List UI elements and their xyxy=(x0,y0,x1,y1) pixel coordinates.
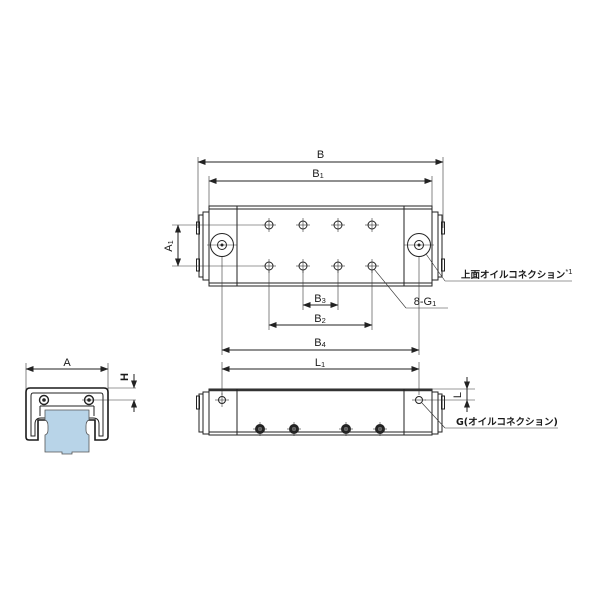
label-b2: B2 xyxy=(314,313,326,325)
bolt xyxy=(287,422,301,436)
label-a: A xyxy=(63,357,71,369)
label-top-oil-connection: 上面オイルコネクション*1 xyxy=(461,267,572,281)
carriage-end-profile xyxy=(25,387,109,441)
label-h: H xyxy=(119,373,131,381)
hole xyxy=(365,218,379,232)
hole xyxy=(296,218,310,232)
bottom-bolts xyxy=(253,422,387,436)
label-b1: B1 xyxy=(312,168,324,180)
label-l1: L1 xyxy=(315,357,325,369)
carriage-block xyxy=(208,205,433,287)
end-bolt-left xyxy=(38,394,50,406)
top-view: B B1 xyxy=(163,149,572,355)
end-seal-left xyxy=(202,211,210,281)
label-a1: A1 xyxy=(163,240,175,252)
label-8-g1: 8-G1 xyxy=(414,296,437,308)
hole xyxy=(331,218,345,232)
mounting-holes xyxy=(262,218,379,273)
label-l: L xyxy=(452,392,464,398)
end-view: A H xyxy=(25,357,137,455)
side-oil-port-right xyxy=(412,396,426,404)
bolt xyxy=(373,422,387,436)
hole xyxy=(262,218,276,232)
label-b4: B4 xyxy=(314,337,326,349)
bolt xyxy=(339,422,353,436)
label-b3: B3 xyxy=(314,293,326,305)
bolt xyxy=(253,422,267,436)
label-b: B xyxy=(317,149,324,161)
side-oil-port-left xyxy=(215,393,229,407)
label-oil-connection: G(オイルコネクション) xyxy=(456,417,558,428)
carriage-side xyxy=(208,388,433,436)
side-view: L1 xyxy=(196,357,558,436)
rail-profile xyxy=(44,409,90,455)
